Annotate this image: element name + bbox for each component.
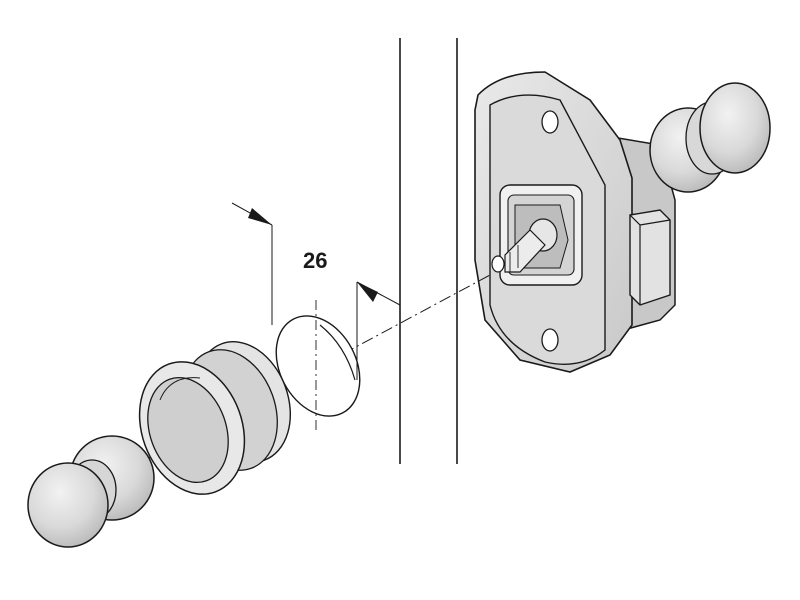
screw-hole-bottom	[541, 328, 559, 352]
latch-bolt	[629, 209, 671, 306]
screw-hole-top	[541, 110, 559, 134]
spindle-tip	[491, 255, 505, 273]
dimension-label: 26	[303, 248, 327, 273]
cylinder-rosette	[138, 341, 292, 495]
dimension-26: 26	[231, 202, 401, 380]
back-knob	[649, 82, 771, 193]
dimension-arrow-right	[357, 282, 378, 302]
rim-lock-body	[474, 71, 676, 373]
door-panel	[399, 38, 458, 464]
lock-spindle	[491, 218, 558, 273]
dimension-arrow-left	[248, 208, 272, 225]
front-knob	[27, 435, 155, 548]
